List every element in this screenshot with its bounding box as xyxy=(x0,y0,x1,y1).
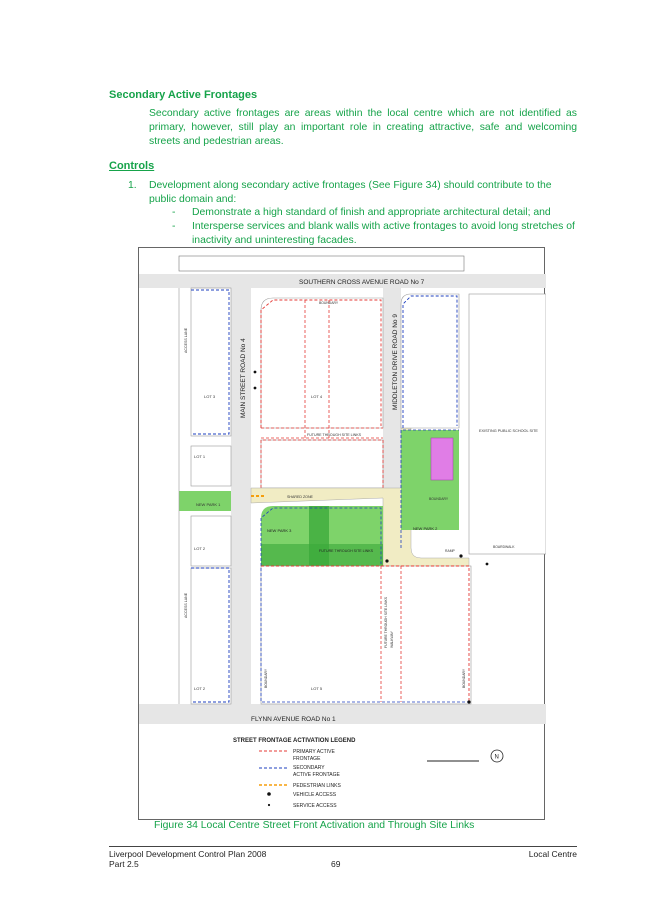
lot-5 xyxy=(260,565,472,705)
section-paragraph: Secondary active frontages are areas wit… xyxy=(149,108,577,147)
dash: - xyxy=(172,207,176,218)
site-plan: SOUTHERN CROSS AVENUE ROAD No 7 FLYNN AV… xyxy=(139,255,546,809)
legend-primary-1: PRIMARY ACTIVE xyxy=(293,749,335,755)
label-boundary-a: BOUNDARY xyxy=(319,301,339,305)
park2-purple xyxy=(430,437,454,481)
secondary-frontage-lot5 xyxy=(260,568,469,703)
site-plan-figure: SOUTHERN CROSS AVENUE ROAD No 7 FLYNN AV… xyxy=(138,247,546,820)
footer-plan: Liverpool Development Control Plan 2008 xyxy=(109,849,267,859)
vehicle-access-dot xyxy=(253,386,257,390)
label-lot1: LOT 1 xyxy=(194,454,206,459)
label-ramp: RAMP xyxy=(445,549,456,553)
control-number: 1. xyxy=(128,180,137,191)
control-sub-item: - Demonstrate a high standard of finish … xyxy=(172,206,576,220)
section-heading: Secondary Active Frontages xyxy=(109,89,258,101)
east-lot-top xyxy=(400,293,460,429)
label-future-links-mid: FUTURE THROUGH SITE LINKS xyxy=(319,549,374,553)
label-lot5: LOT 5 xyxy=(311,686,323,691)
school-site xyxy=(468,293,546,555)
label-boundary-c: BOUNDARY xyxy=(264,668,268,688)
left-lot-mid xyxy=(190,445,232,487)
footer-part: Part 2.5 xyxy=(109,859,139,869)
control-sub-text: Demonstrate a high standard of finish an… xyxy=(192,207,551,218)
label-boundary-d: BOUNDARY xyxy=(462,668,466,688)
label-future-links-bottom: FUTURE THROUGH SITE LINKS xyxy=(384,596,388,648)
legend-secondary-1: SECONDARY xyxy=(293,765,325,771)
left-lot-2 xyxy=(190,515,232,567)
middleton-road xyxy=(383,288,401,548)
control-sub-item: - Intersperse services and blank walls w… xyxy=(172,220,576,247)
north-label: N xyxy=(495,755,499,761)
secondary-frontage-left xyxy=(191,289,230,435)
legend-service-swatch xyxy=(267,803,271,807)
label-walkway: WALKWAY xyxy=(390,630,394,648)
flynn-road xyxy=(139,704,546,724)
label-new-park3: NEW PARK 3 xyxy=(267,528,292,533)
road-label-north: SOUTHERN CROSS AVENUE ROAD No 7 xyxy=(299,279,425,286)
legend-vehicle: VEHICLE ACCESS xyxy=(293,792,337,798)
primary-frontage-lot5 xyxy=(261,565,470,702)
new-park-1 xyxy=(179,491,231,511)
road-label-south: FLYNN AVENUE ROAD No 1 xyxy=(251,716,336,723)
label-new-park1: NEW PARK 1 xyxy=(196,502,221,507)
legend-primary-2: FRONTAGE xyxy=(293,756,321,762)
vehicle-access-dot xyxy=(253,370,257,374)
park3-hatch-b xyxy=(261,544,383,566)
label-boundary-b: BOUNDARY xyxy=(429,497,449,501)
legend-title: STREET FRONTAGE ACTIVATION LEGEND xyxy=(233,738,356,744)
road-label-middleton: MIDDLETON DRIVE ROAD No 9 xyxy=(392,314,399,410)
figure-caption: Figure 34 Local Centre Street Front Acti… xyxy=(154,820,475,831)
footer-section: Local Centre xyxy=(528,849,577,859)
top-road-strip xyxy=(178,255,465,272)
label-lot4: LOT 4 xyxy=(311,394,323,399)
vehicle-access-dot xyxy=(385,559,389,563)
vehicle-access-dot xyxy=(467,700,471,704)
footer-page-number: 69 xyxy=(331,859,341,869)
dash: - xyxy=(172,221,176,232)
label-lot3: LOT 3 xyxy=(204,394,216,399)
legend-secondary-2: ACTIVE FRONTAGE xyxy=(293,772,341,778)
vehicle-access-dot xyxy=(459,554,463,558)
vehicle-access-dot xyxy=(485,562,489,566)
label-school: EXISTING PUBLIC SCHOOL SITE xyxy=(479,429,538,433)
label-lot2b: LOT 2 xyxy=(194,686,206,691)
left-lot-top xyxy=(190,287,232,437)
north-arrow-icon xyxy=(490,749,504,763)
southern-cross-road xyxy=(139,274,546,288)
secondary-frontage-left-2 xyxy=(191,567,230,703)
label-new-park2: NEW PARK 2 xyxy=(413,526,438,531)
lot-4 xyxy=(260,297,384,429)
control-text: Development along secondary active front… xyxy=(149,180,552,205)
control-sub-text: Intersperse services and blank walls wit… xyxy=(192,221,575,246)
label-access-lane-top: ACCESS LANE xyxy=(184,327,188,353)
legend-vehicle-swatch xyxy=(267,792,271,796)
secondary-frontage-park3 xyxy=(260,507,382,566)
legend-pedestrian: PEDESTRIAN LINKS xyxy=(293,783,341,789)
label-lot2: LOT 2 xyxy=(194,546,206,551)
left-lot-bottom xyxy=(190,567,232,705)
label-future-links-top: FUTURE THROUGH SITE LINKS xyxy=(307,433,362,437)
primary-frontage-east xyxy=(400,429,459,548)
legend-service: SERVICE ACCESS xyxy=(293,803,337,809)
footer-divider xyxy=(109,846,577,847)
main-street-road xyxy=(231,288,251,723)
label-boardwalk: BOARDWALK xyxy=(493,545,515,549)
label-access-lane-bottom: ACCESS LANE xyxy=(184,592,188,618)
road-label-main: MAIN STREET ROAD No 4 xyxy=(240,338,247,418)
label-shared-zone: SHARED ZONE xyxy=(287,495,314,499)
secondary-frontage-east xyxy=(402,295,458,428)
controls-heading: Controls xyxy=(109,160,155,172)
lot-1-block xyxy=(260,439,384,489)
